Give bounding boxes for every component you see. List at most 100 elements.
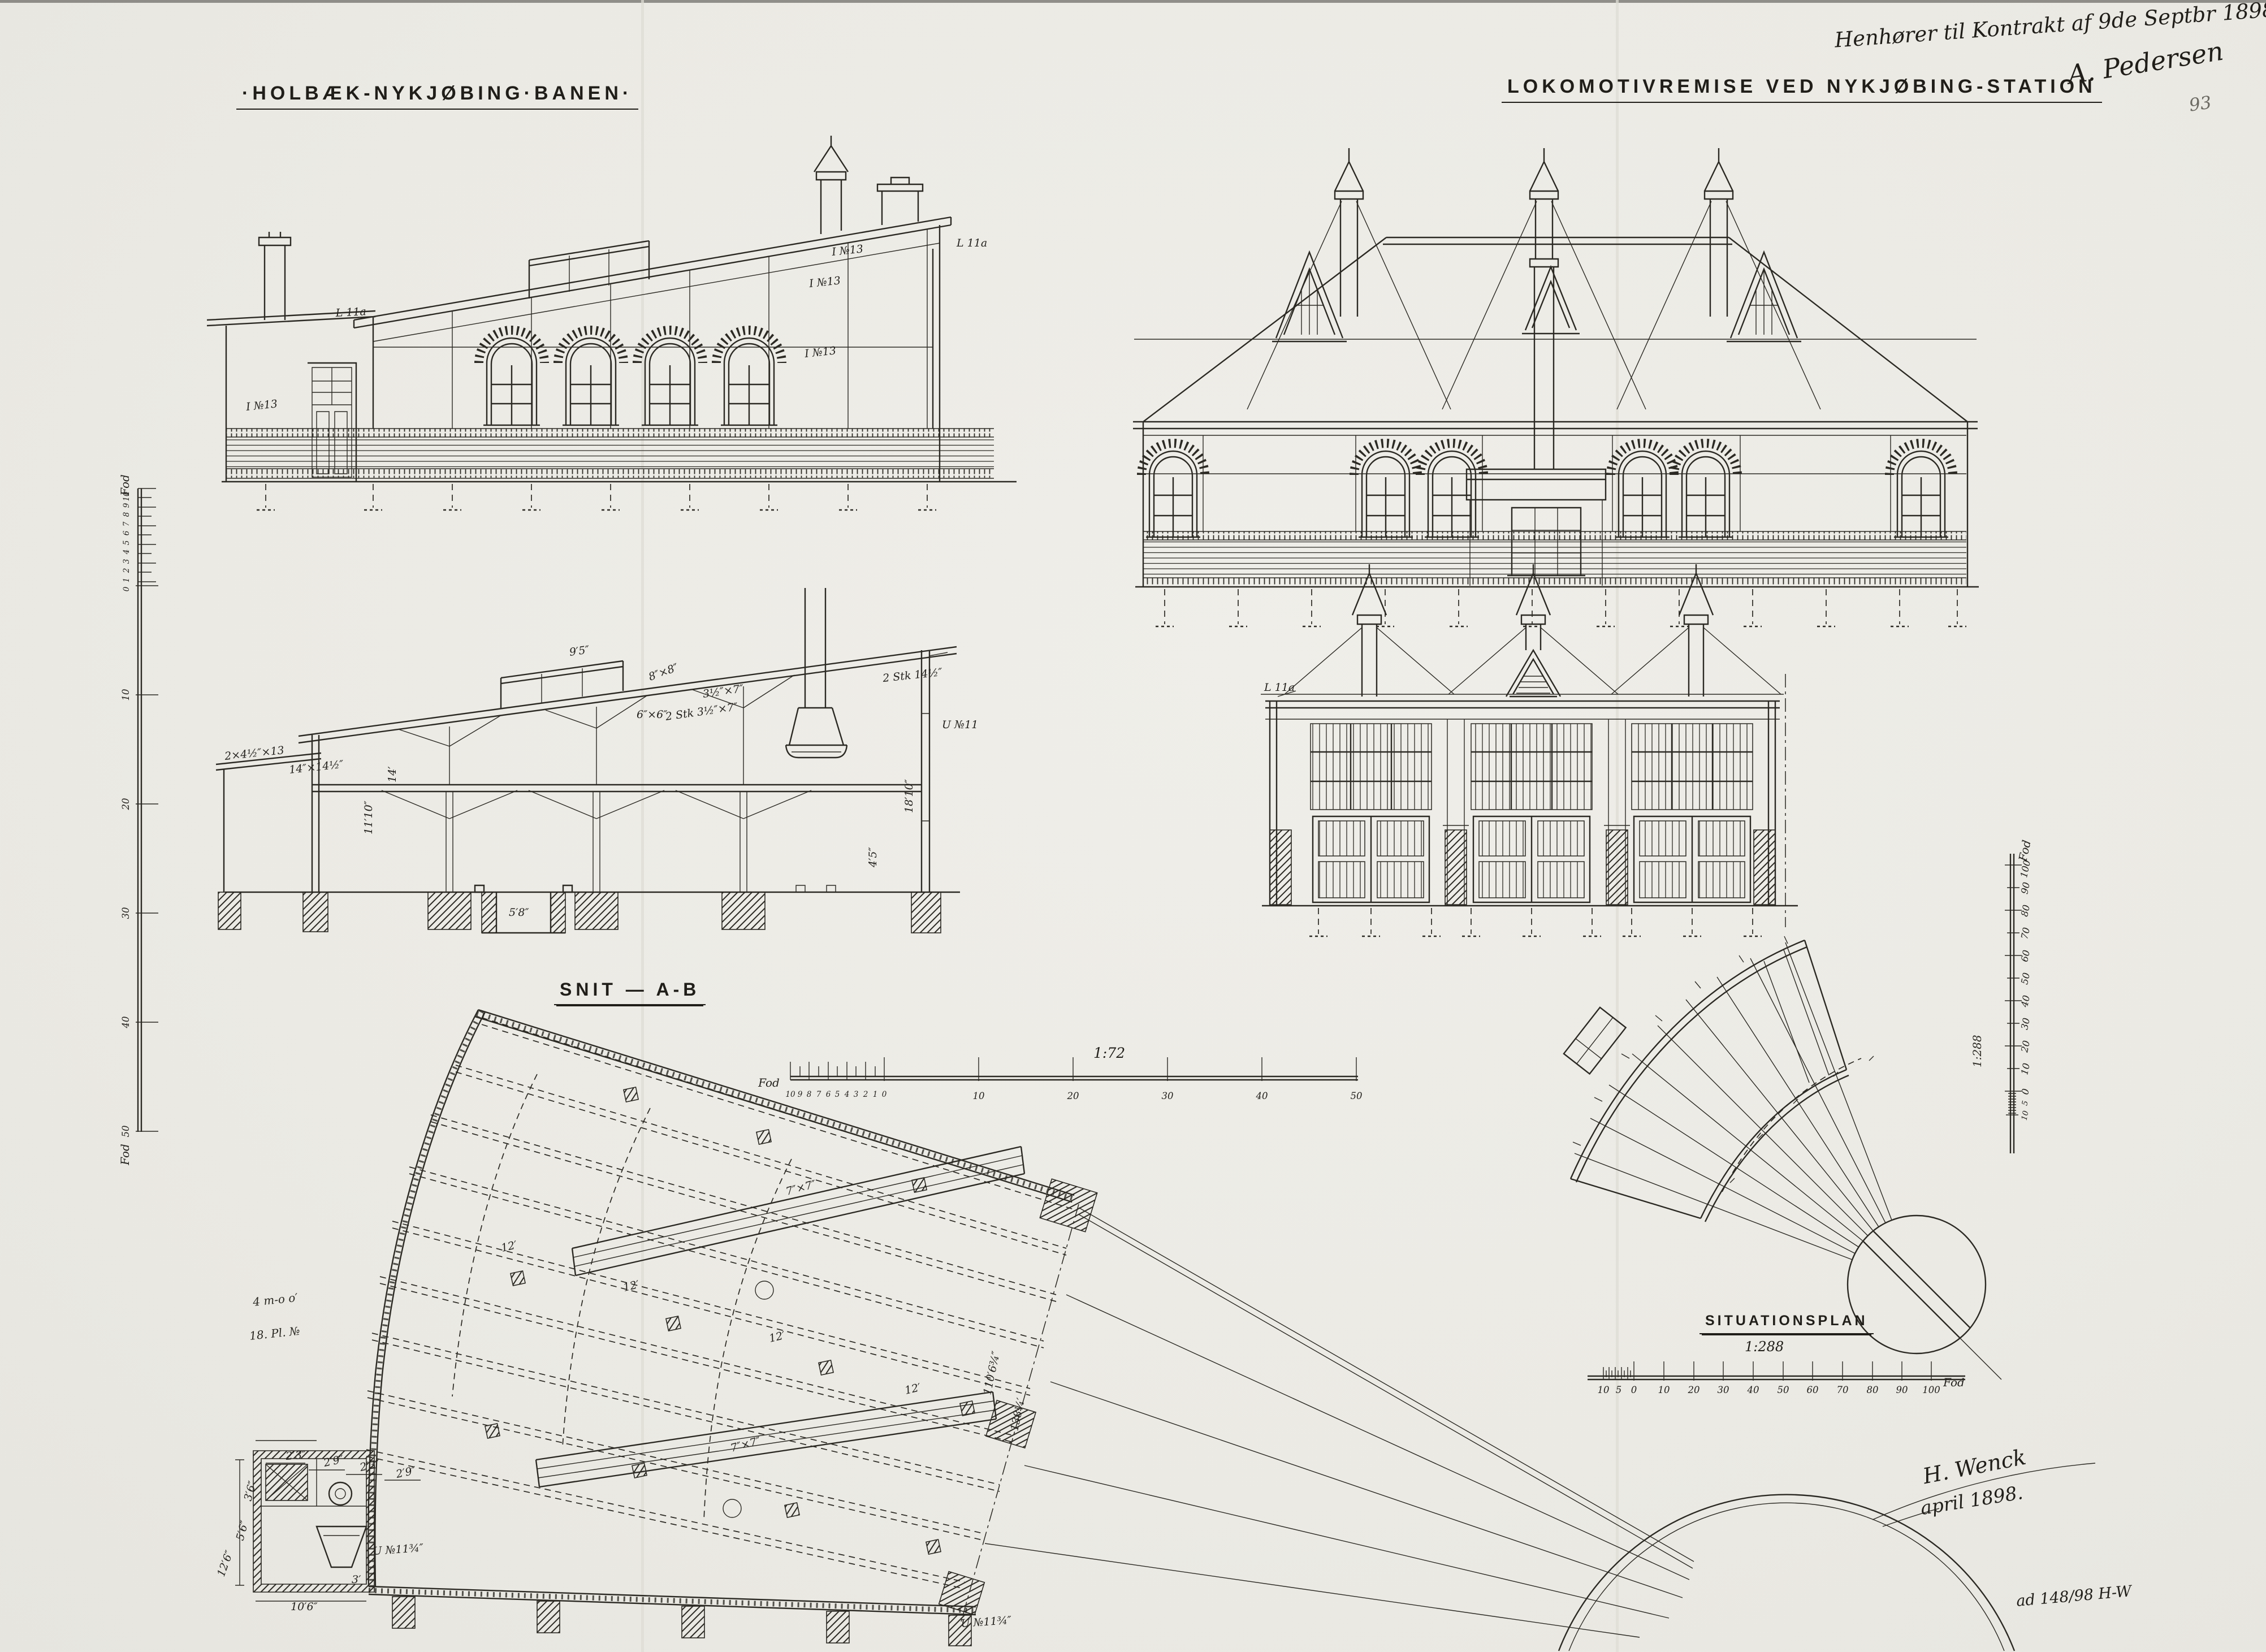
hopper: [315, 1525, 367, 1568]
ventilator-guy-lines: [1247, 201, 1821, 410]
annotation-label: 2 Stk 14½″: [881, 666, 943, 685]
annex-door: [312, 367, 352, 478]
bottom-wall: [368, 1585, 976, 1616]
annex-walls: [253, 1450, 375, 1593]
dimension-lines: [235, 1440, 421, 1602]
pier: [537, 1601, 560, 1633]
transom-glazing: [1310, 723, 1432, 810]
annotation-label: Fod: [758, 1076, 780, 1089]
annotation-label: 40: [120, 1017, 131, 1029]
window-frames: [483, 337, 777, 426]
center-window-grid: [1512, 508, 1581, 576]
annotation-label: U №11: [942, 719, 978, 731]
turntable-rails: [984, 1207, 1694, 1638]
chimney-flue: [335, 1488, 346, 1499]
pit-2-inner: [537, 1400, 996, 1478]
outer-curved-wall: [367, 1009, 486, 1587]
siteplan-scale-text: 1:288: [1745, 1339, 1784, 1355]
column-pad: [485, 1423, 500, 1439]
turntable-arc-inner: [1568, 1502, 2005, 1651]
fold-line-right: [1616, 0, 1619, 1652]
annotation-label: I №13: [245, 397, 278, 413]
dormer-left-glazing: [1296, 269, 1323, 335]
inner-dashed-arc: [1722, 1058, 1862, 1192]
pilasters: [1443, 719, 1630, 906]
annotation-label: 8: [122, 512, 131, 517]
pier: [948, 1615, 972, 1646]
roof-ventilators: [1334, 148, 1734, 317]
transom-frames: [1311, 724, 1753, 810]
annotation-label: 12′: [500, 1239, 518, 1255]
annotation-label: 30: [120, 907, 131, 919]
annotation-label: L 11a: [956, 237, 987, 249]
footing: [721, 892, 766, 930]
annotation-label: 8″×8″: [647, 661, 680, 683]
chimney-and-smoke-hood: [785, 588, 848, 759]
annotation-label: 2: [863, 1090, 868, 1099]
canopy-posts: [1469, 500, 1603, 586]
annotation-label: 5′8″: [509, 906, 529, 919]
annotation-label: 0: [1631, 1385, 1637, 1395]
plinth-lines: [1143, 531, 1966, 578]
annotation-label: 10: [1598, 1385, 1610, 1395]
page-title-line: ·HOLBÆK-NYKJØBING·BANEN·: [236, 83, 639, 110]
bar: [1588, 1375, 1965, 1381]
wall-hatching: [369, 1009, 484, 1587]
annotation-label: 18′10″: [903, 779, 915, 813]
annotation-label: 40: [1747, 1385, 1759, 1395]
annex-partitions: [261, 1459, 366, 1507]
annotation-label: 90: [2019, 881, 2032, 895]
wall-framing: [373, 230, 940, 429]
annotation-label: 10′6″: [291, 1601, 318, 1613]
annotation-label: 18. Pl. №: [249, 1324, 301, 1343]
annotation-label: 30: [1718, 1385, 1729, 1395]
bar: [2009, 854, 2015, 1153]
pilaster-base: [1753, 829, 1776, 905]
annotation-label: 2: [122, 568, 131, 574]
annotation-label: 3: [854, 1090, 859, 1099]
transom-glazing: [1631, 723, 1753, 810]
plinth-brick-bottom: [1143, 578, 1966, 586]
entrance-canopy: [1465, 468, 1607, 501]
plinth-brick-top: [226, 429, 994, 437]
annotation-label: 3′: [352, 1573, 361, 1586]
column-pad: [623, 1087, 639, 1102]
annotation-label: 10: [2019, 1062, 2032, 1076]
pit-marks: [1729, 1056, 1874, 1183]
annotation-label: 2′3″: [358, 1458, 380, 1474]
annotation-label: 4′5″: [867, 847, 879, 868]
annotation-label: 70: [2019, 927, 2032, 940]
door-panel: [1698, 861, 1745, 898]
foundation-piles: [1318, 908, 1753, 934]
annotation-label: 12′: [903, 1381, 922, 1397]
pier: [392, 1596, 416, 1629]
annotation-label: I №13: [831, 243, 864, 258]
annotation-label: 40: [1256, 1091, 1268, 1101]
wall-framing: [1143, 435, 1966, 531]
pit-2: [535, 1391, 997, 1488]
column-pad: [784, 1502, 800, 1518]
section-scale-text: 1:72: [1093, 1045, 1126, 1061]
annotation-label: 9: [122, 503, 131, 508]
annotation-label: 10: [2019, 1110, 2030, 1122]
annotation-label: 7″×7″: [729, 1435, 762, 1455]
annotation-label: 110′6¾″: [981, 1350, 1002, 1396]
annotation-label: Fod: [2016, 839, 2034, 863]
annotation-label: 7: [816, 1090, 821, 1099]
annotation-label: 100: [2018, 859, 2033, 879]
annotation-label: 20: [2019, 1040, 2032, 1054]
door-panel: [1478, 861, 1526, 898]
chimney-plan: [328, 1481, 353, 1506]
stove-cross: [265, 1464, 308, 1501]
annotation-label: 30: [2019, 1017, 2032, 1031]
timber-posts: [446, 686, 747, 892]
sleeper-rows: [452, 1074, 792, 1521]
annotation-label: 2′9″: [394, 1464, 417, 1481]
turntable: [1846, 1214, 1987, 1355]
annotation-label: 9: [798, 1090, 803, 1099]
page-number: 93: [2187, 92, 2213, 116]
column-pad: [818, 1360, 834, 1376]
bottom-wall-hatching: [368, 1588, 976, 1614]
door-frames: [1312, 815, 1752, 903]
track-lines: [366, 1017, 1076, 1589]
